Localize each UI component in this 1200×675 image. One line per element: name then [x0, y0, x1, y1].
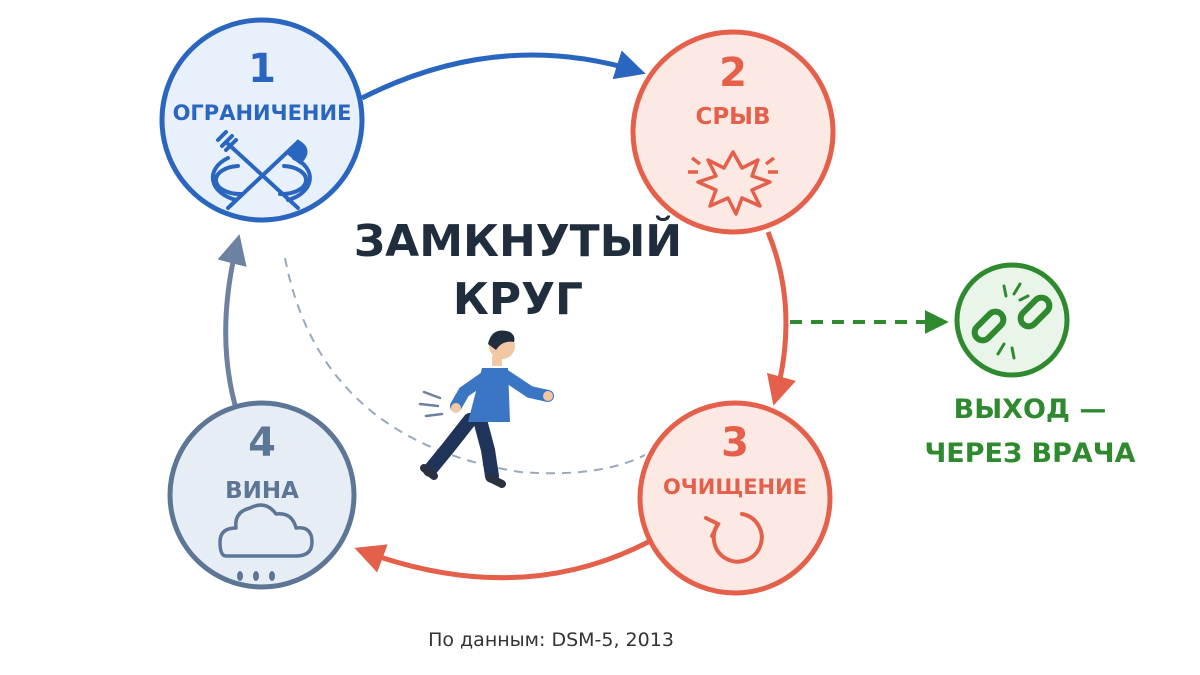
- fork-knife-plate-icon: [210, 130, 312, 210]
- arrow-4-to-1: [217, 234, 247, 406]
- exit-circle: [954, 262, 1070, 378]
- refresh-icon: [704, 512, 764, 564]
- source-note: По данным: DSM-5, 2013: [428, 629, 674, 651]
- stage-4-number: 4: [248, 420, 276, 466]
- stage-4-label: ВИНА: [225, 478, 299, 504]
- rain-cloud-icon: [218, 503, 314, 581]
- stage-2-breakdown: 2 СРЫВ: [630, 29, 836, 235]
- title-line-2: КРУГ: [453, 274, 583, 325]
- stage-1-label: ОГРАНИЧЕНИЕ: [173, 101, 352, 125]
- burst-icon: [688, 150, 778, 216]
- title-line-1: ЗАМКНУТЫЙ: [354, 214, 682, 267]
- stage-1-number: 1: [248, 46, 276, 92]
- stage-2-label: СРЫВ: [695, 104, 770, 130]
- stage-3-purging: 3 ОЧИЩЕНИЕ: [637, 400, 833, 596]
- stage-3-label: ОЧИЩЕНИЕ: [663, 475, 807, 499]
- stage-1-restriction: 1 ОГРАНИЧЕНИЕ: [159, 17, 365, 223]
- dashed-track: [284, 257, 646, 475]
- broken-chain-icon: [971, 282, 1053, 360]
- exit-line-1: ВЫХОД —: [954, 394, 1107, 425]
- stage-4-guilt: 4 ВИНА: [167, 400, 357, 590]
- running-person-icon: [418, 330, 554, 488]
- exit-line-2: ЧЕРЕЗ ВРАЧА: [924, 438, 1135, 469]
- arrow-3-to-4: [354, 537, 654, 581]
- stage-3-number: 3: [721, 420, 749, 466]
- stage-2-number: 2: [719, 50, 747, 96]
- arrow-1-to-2: [360, 50, 646, 101]
- arrow-2-to-3: [765, 231, 796, 406]
